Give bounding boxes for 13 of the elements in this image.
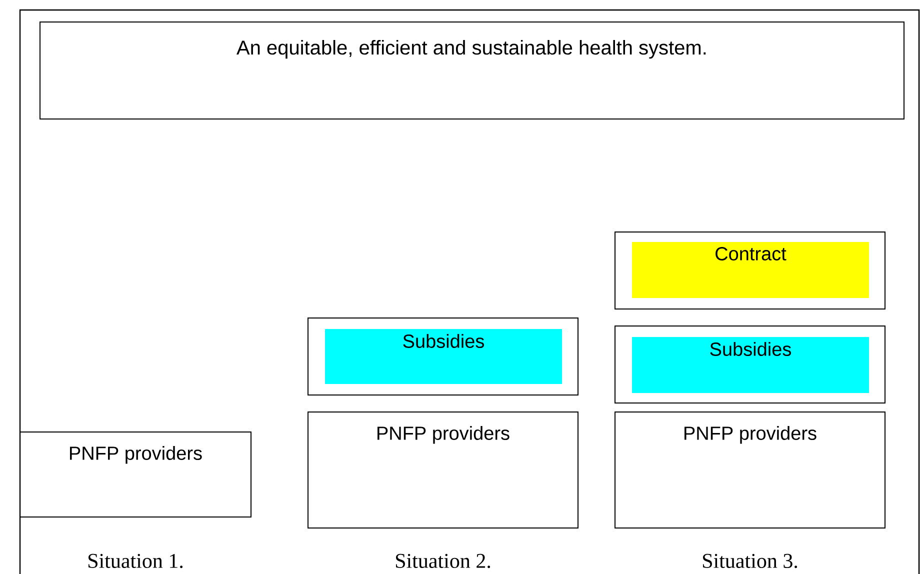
provider-box: PNFP providers: [20, 432, 252, 518]
subsidies-box: Subsidies: [325, 329, 562, 384]
outer-box: [614, 232, 886, 310]
provider-box: PNFP providers: [308, 412, 578, 528]
goal-box: An equitable, efficient and sustainable health system.: [40, 22, 904, 120]
outer-box: [614, 326, 886, 404]
situation-caption: Situation 3.: [703, 554, 798, 568]
situation-caption: Situation 2.: [396, 554, 490, 568]
situation-caption: Situation 1.: [88, 554, 183, 568]
contract-box: Contract: [632, 242, 869, 298]
subsidies-box: Subsidies: [632, 337, 869, 393]
outer-box: [308, 318, 578, 396]
provider-box: PNFP providers: [614, 412, 886, 528]
